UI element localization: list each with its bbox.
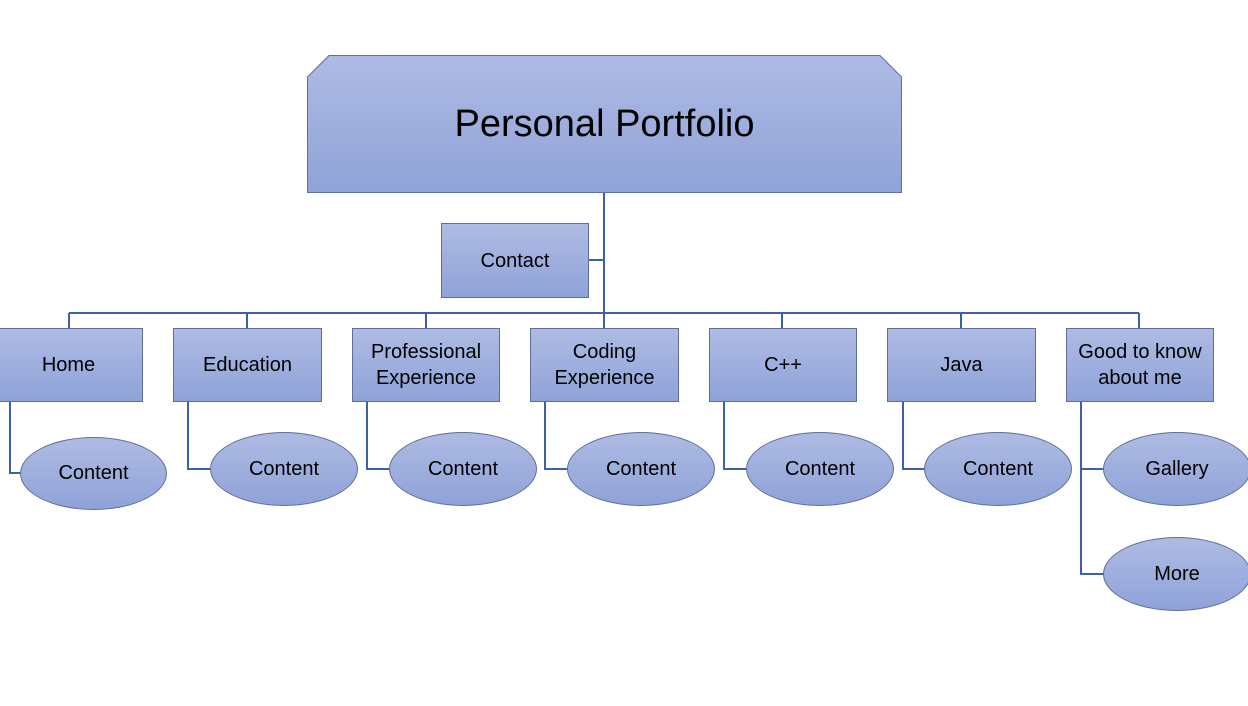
more-node: More: [1103, 537, 1248, 611]
content-node-java: Content: [924, 432, 1072, 506]
content-node-label: Content: [605, 457, 677, 480]
section-node-label: Coding Experience: [554, 341, 655, 389]
content-node-label: Content: [248, 457, 320, 480]
root-node-label: Personal Portfolio: [454, 103, 755, 145]
child-connector-education: [187, 402, 211, 470]
section-node-education: Education: [173, 328, 322, 402]
section-node-label: Java: [940, 354, 983, 376]
section-node-label: Good to know about me: [1078, 341, 1202, 389]
section-node-label: Education: [203, 354, 292, 376]
section-node-home: Home: [0, 328, 143, 402]
content-node-home: Content: [20, 437, 167, 510]
child-connector-gallery: [1080, 402, 1104, 470]
content-node-education: Content: [210, 432, 358, 506]
section-node-label: C++: [764, 354, 802, 376]
child-connector-professional: [366, 402, 390, 470]
section-node-java: Java: [887, 328, 1036, 402]
content-node-cpp: Content: [746, 432, 894, 506]
section-node-good-to-know: Good to know about me: [1066, 328, 1214, 402]
content-node-professional: Content: [389, 432, 537, 506]
root-node-title: Personal Portfolio: [307, 55, 902, 193]
section-node-professional-experience: Professional Experience: [352, 328, 500, 402]
contact-node: Contact: [441, 223, 589, 298]
more-node-label: More: [1154, 562, 1200, 585]
contact-node-label: Contact: [480, 249, 550, 272]
gallery-node-label: Gallery: [1145, 457, 1209, 480]
child-connector-home: [9, 402, 20, 474]
section-node-cpp: C++: [709, 328, 857, 402]
content-node-label: Content: [784, 457, 856, 480]
content-node-coding: Content: [567, 432, 715, 506]
child-connector-cpp: [723, 402, 747, 470]
section-node-label: Home: [41, 354, 96, 376]
section-node-coding-experience: Coding Experience: [530, 328, 679, 402]
child-connector-coding: [544, 402, 568, 470]
content-node-label: Content: [962, 457, 1034, 480]
section-node-label: Professional Experience: [370, 341, 482, 389]
child-connector-java: [902, 402, 925, 470]
child-connector-more: [1080, 469, 1104, 575]
content-node-label: Content: [58, 462, 129, 484]
content-node-label: Content: [427, 457, 499, 480]
gallery-node: Gallery: [1103, 432, 1248, 506]
